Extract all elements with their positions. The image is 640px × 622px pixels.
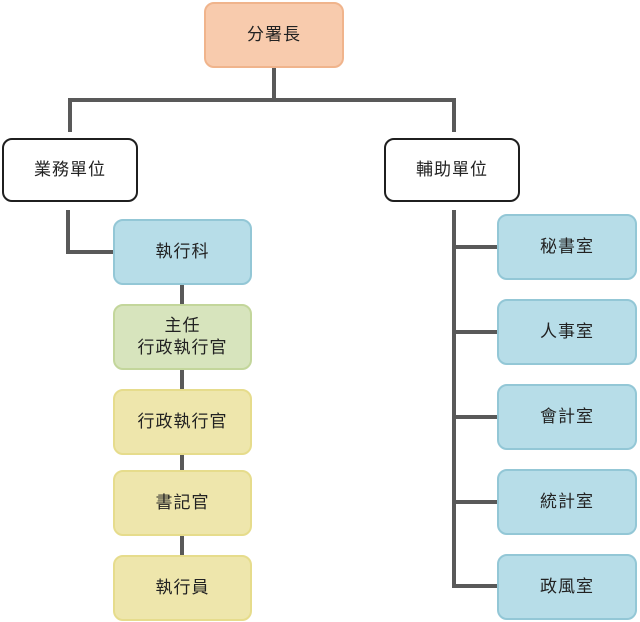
node-statistics-office: 統計室 [497,469,637,535]
node-support-unit: 輔助單位 [384,138,520,202]
node-executor: 執行員 [113,555,252,621]
node-executive-officer: 行政執行官 [113,389,252,455]
node-business-unit: 業務單位 [2,138,138,202]
node-execution-section: 執行科 [113,219,252,285]
node-chief-executive-officer: 主任 行政執行官 [113,304,252,370]
node-personnel-office: 人事室 [497,299,637,365]
node-ethics-office: 政風室 [497,554,637,620]
node-accounting-office: 會計室 [497,384,637,450]
node-director: 分署長 [204,2,344,68]
node-secretariat: 秘書室 [497,214,637,280]
node-clerk: 書記官 [113,470,252,536]
